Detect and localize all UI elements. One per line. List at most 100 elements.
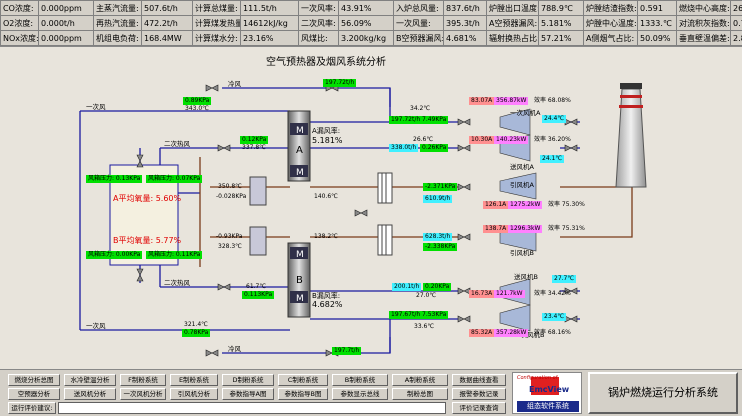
measurement-tag: 126.1A xyxy=(483,201,509,209)
measurement-tag: 350.8℃ xyxy=(218,183,242,190)
status-value: 0.000ppm xyxy=(38,0,94,16)
status-value: 111.5t/h xyxy=(240,0,299,16)
air-ducts xyxy=(79,87,580,354)
measurement-tag: 24.4℃ xyxy=(542,115,567,123)
measurement-tag: 23.4℃ xyxy=(542,313,567,321)
status-label: O2浓度: xyxy=(0,15,39,31)
nav-button[interactable]: 水冷壁温分析 xyxy=(64,374,116,386)
nav-button[interactable]: 参数指导A图 xyxy=(222,388,274,400)
status-value: 2.85℃ xyxy=(730,30,742,46)
status-row: O2浓度:0.000t/h再热汽流量:472.2t/h计算煤发热量:14612k… xyxy=(0,15,742,31)
status-value: 507.6t/h xyxy=(141,0,193,16)
air-heater-b[interactable]: M B M xyxy=(287,242,311,318)
b-o2-average: B平均氧量: 5.77% xyxy=(113,236,182,245)
ah-a-m-top: M xyxy=(296,126,304,136)
nav-button[interactable]: 报警参数记录 xyxy=(452,388,506,400)
nav-button[interactable]: 参数指导B图 xyxy=(278,388,328,400)
pa-fan-b-icon xyxy=(499,304,531,332)
measurement-tag: 效率 75.30% xyxy=(548,201,585,208)
measurement-tag: 628.3t/h xyxy=(423,233,453,241)
measurement-tag: 0.20KPa xyxy=(423,283,452,291)
heat-exchanger-blocks xyxy=(249,172,393,256)
measurement-tag: 33.6℃ xyxy=(414,323,435,330)
status-label: 入炉总风量: xyxy=(393,0,444,16)
measurement-tag: 26.6℃ xyxy=(413,136,434,143)
ah-a-m-bottom: M xyxy=(296,168,304,178)
nav-button[interactable]: D制粉系统 xyxy=(222,374,274,386)
status-value: 168.4MW xyxy=(141,30,193,46)
nav-button[interactable]: A制粉系统 xyxy=(392,374,448,386)
id-fan-a-label: 引风机A xyxy=(510,180,535,189)
measurement-tag: 0.12KPa xyxy=(240,136,269,144)
measurement-tag: 321.4℃ xyxy=(184,321,208,328)
windbox-pressure-3: 风箱压力: 0.00KPa xyxy=(86,251,143,259)
fans xyxy=(499,108,537,332)
nav-button[interactable]: 数据曲线查看 xyxy=(452,374,506,386)
measurement-tag: 0.113KPa xyxy=(242,291,275,299)
status-label: 燃烧中心高度: xyxy=(676,0,731,16)
system-title: 锅炉燃烧运行分析系统 xyxy=(588,372,738,414)
nav-button[interactable]: F制粉系统 xyxy=(120,374,166,386)
nav-button[interactable]: 燃烧分析总图 xyxy=(8,374,60,386)
valves[interactable] xyxy=(136,84,578,357)
logo-name: EmcView xyxy=(529,385,570,394)
measurement-tag: -2.371KPa xyxy=(423,183,458,191)
status-label: 再热汽流量: xyxy=(93,15,142,31)
status-label: 炉膛中心温度: xyxy=(583,15,638,31)
measurement-tag: -2.338KPa xyxy=(423,243,458,251)
status-value: 1333.℃ xyxy=(637,15,677,31)
measurement-tag: 356.87kW xyxy=(494,97,529,105)
diagram-title: 空气预热器及烟风系统分析 xyxy=(266,55,386,68)
cold-air-top-label: 冷风 xyxy=(228,79,242,88)
status-label: 炉膛出口温度: xyxy=(486,0,539,16)
nav-button[interactable]: E制粉系统 xyxy=(170,374,218,386)
id-fan-b-label: 引风机B xyxy=(510,248,534,257)
status-label: A空预器漏风: xyxy=(486,15,539,31)
air-heater-a[interactable]: M A M xyxy=(287,110,311,182)
measurement-tag: 效率 34.42% xyxy=(534,290,571,297)
a-o2-average: A平均氧量: 5.60% xyxy=(113,194,182,203)
logo-sub: 组态软件系统 xyxy=(517,401,579,412)
measurement-tag: 121.7kW xyxy=(494,290,525,298)
ah-a-leak-value: 5.181% xyxy=(312,136,343,145)
measurement-tag: 140.23kW xyxy=(494,136,529,144)
run-eval-input[interactable] xyxy=(58,402,446,414)
fd-fan-b-label: 送风机B xyxy=(514,272,538,281)
nav-button[interactable]: 引风机分析 xyxy=(170,388,218,400)
nav-button[interactable]: B制粉系统 xyxy=(332,374,388,386)
measurement-tag: 7.49KPa xyxy=(420,116,449,124)
ah-a-letter: A xyxy=(296,145,303,156)
status-value: 0.796 xyxy=(730,15,742,31)
measurement-tag: 34.2℃ xyxy=(410,105,431,112)
cold-air-bottom-label: 冷风 xyxy=(228,344,242,353)
pa-fan-b-label: 一次风机B xyxy=(514,330,544,339)
nav-button[interactable]: C制粉系统 xyxy=(278,374,328,386)
measurement-tag: 610.9t/h xyxy=(423,195,453,203)
primary-air-left-bottom-label: 一次风 xyxy=(86,321,106,330)
measurement-tag: 328.3℃ xyxy=(218,243,242,250)
id-fan-a-icon xyxy=(499,172,537,200)
status-label: A侧烟气占比: xyxy=(583,30,638,46)
windbox-pressure-1: 风箱压力: 0.13KPa xyxy=(86,175,143,183)
measurement-tag: 效率 68.08% xyxy=(534,97,571,104)
status-value: 4.681% xyxy=(443,30,487,46)
nav-button[interactable]: 空预器分析 xyxy=(8,388,60,400)
nav-button[interactable]: 参数显示总线 xyxy=(332,388,388,400)
status-value: 57.21% xyxy=(538,30,584,46)
windbox-pressure-4: 风箱压力: 0.11KPa xyxy=(146,251,203,259)
status-value: 788.9℃ xyxy=(538,0,584,16)
status-value: 43.91% xyxy=(338,0,394,16)
eval-record-query-button[interactable]: 评价记录查询 xyxy=(452,402,506,414)
ah-b-m-bottom: M xyxy=(296,294,304,304)
measurement-tag: 197.72t/h xyxy=(323,79,357,87)
nav-button[interactable]: 一次风机分析 xyxy=(120,388,166,400)
measurement-tag: 138.7A xyxy=(483,225,509,233)
status-label: NOx浓度: xyxy=(0,30,39,46)
nav-button[interactable]: 送风机分析 xyxy=(64,388,116,400)
status-label: 主蒸汽流量: xyxy=(93,0,142,16)
ah-b-leak-value: 4.682% xyxy=(312,300,343,309)
nav-button[interactable]: 制粉总图 xyxy=(392,388,448,400)
measurement-tag: 357.28kW xyxy=(494,329,529,337)
status-value: 472.2t/h xyxy=(141,15,193,31)
